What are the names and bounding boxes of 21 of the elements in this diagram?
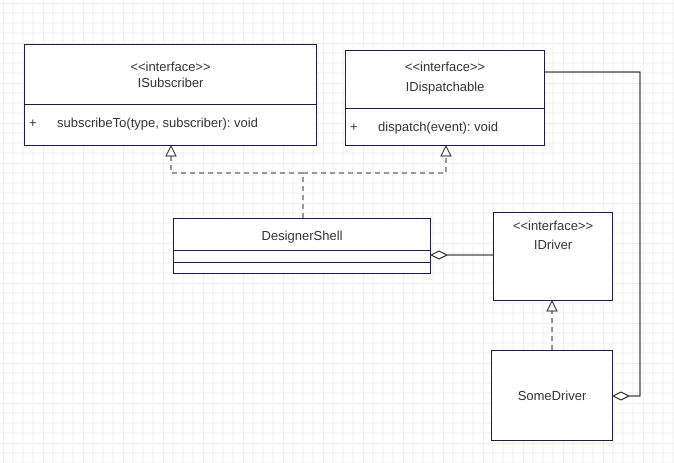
realization-arrow [546, 300, 558, 350]
class-name: SomeDriver [516, 388, 588, 404]
stereotype-label: <<interface>> [129, 59, 212, 75]
visibility-marker: + [350, 119, 358, 135]
class-name: IDriver [532, 237, 574, 253]
stereotype-label: <<interface>> [512, 218, 594, 234]
interface-box [24, 44, 317, 146]
interface-box [493, 212, 613, 301]
visibility-marker: + [29, 115, 37, 131]
realization-arrow [302, 146, 452, 218]
stereotype-label: <<interface>> [404, 59, 486, 75]
class-box [173, 218, 431, 274]
class-name: ISubscriber [136, 75, 204, 91]
class-name: DesignerShell [260, 228, 344, 244]
interface-box [345, 50, 545, 146]
aggregation-connector [430, 250, 494, 260]
class-name: IDispatchable [404, 79, 486, 95]
method-signature: dispatch(event): void [378, 119, 498, 135]
method-signature: subscribeTo(type, subscriber): void [57, 115, 258, 131]
class-box [491, 350, 613, 441]
aggregation-connector [544, 72, 640, 400]
